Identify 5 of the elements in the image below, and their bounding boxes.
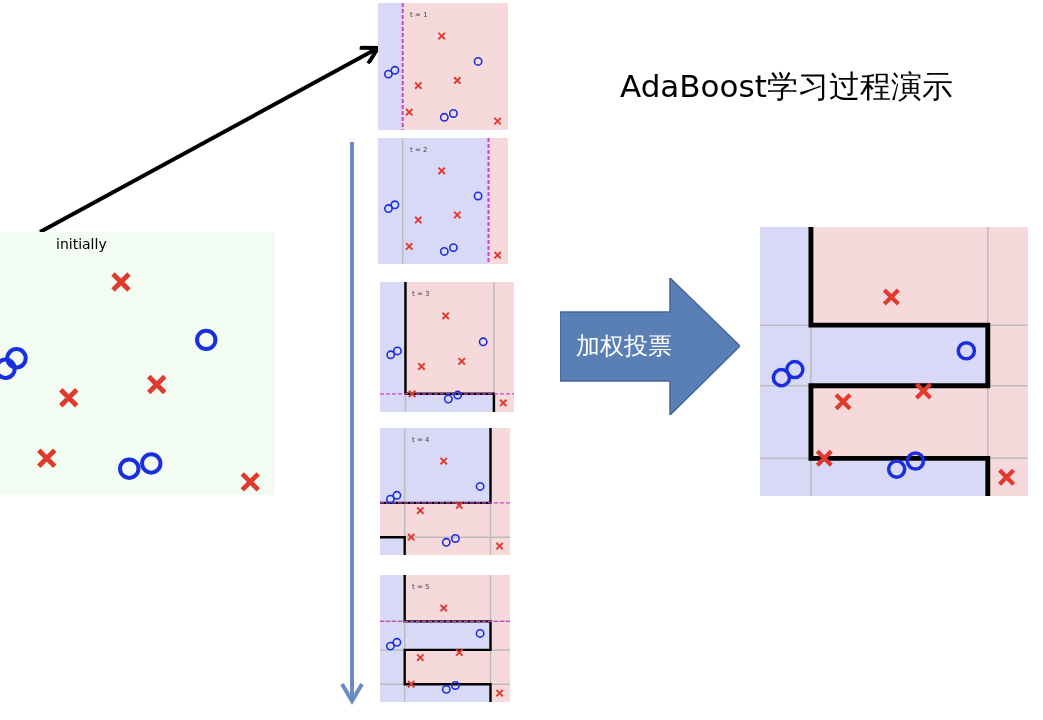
arrow-label: 加权投票	[576, 331, 672, 362]
title: AdaBoost学习过程演示	[620, 67, 953, 106]
block-arrow	[560, 278, 740, 415]
arrow	[39, 45, 380, 234]
panel-label: initially	[56, 236, 107, 252]
